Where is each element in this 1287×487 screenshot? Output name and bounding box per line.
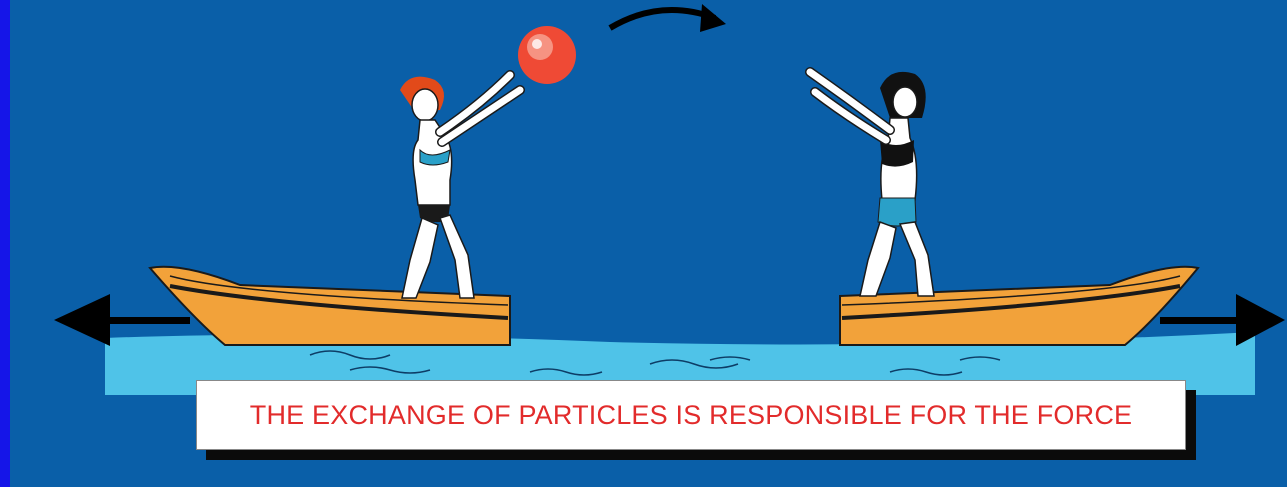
caption-text: THE EXCHANGE OF PARTICLES IS RESPONSIBLE… <box>250 400 1132 431</box>
curved-arrow-icon <box>610 4 726 32</box>
slide-canvas: THE EXCHANGE OF PARTICLES IS RESPONSIBLE… <box>10 0 1287 487</box>
right-person-catching <box>810 72 934 296</box>
left-person-throwing <box>400 75 520 298</box>
ball-icon <box>518 26 576 84</box>
left-boat <box>150 267 510 345</box>
caption-box: THE EXCHANGE OF PARTICLES IS RESPONSIBLE… <box>196 380 1186 450</box>
right-boat <box>840 267 1198 345</box>
